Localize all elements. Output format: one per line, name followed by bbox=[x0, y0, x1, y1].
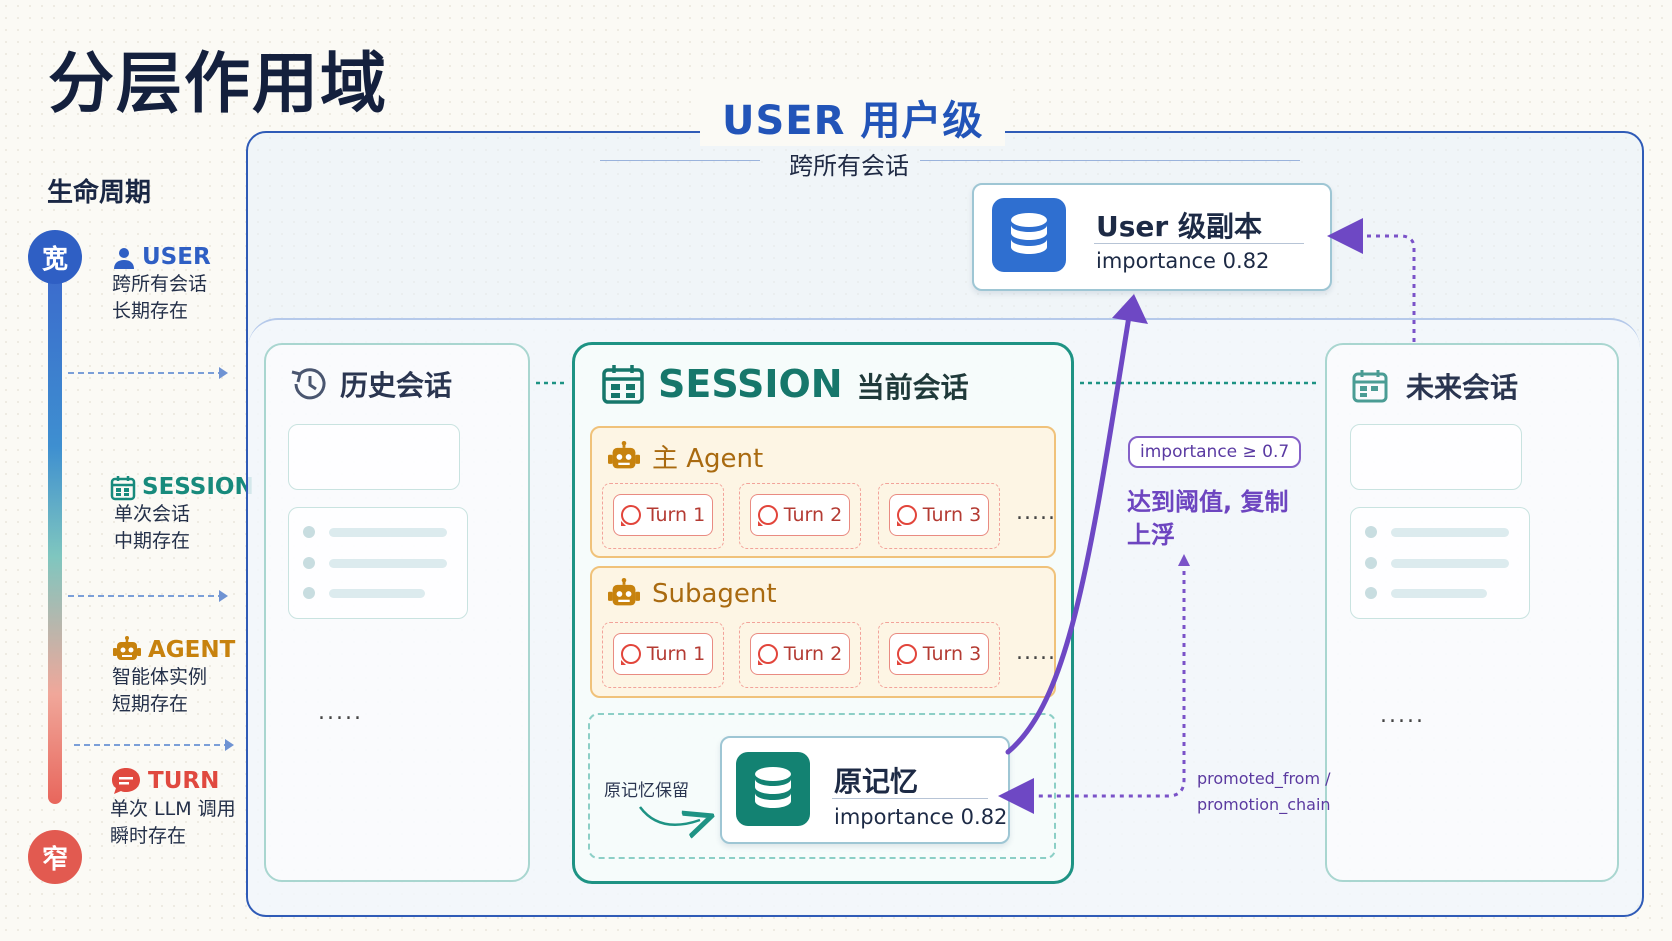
raw-memory-label: 原记忆保留 bbox=[604, 781, 689, 801]
user-scope-title: USER 用户级 bbox=[700, 88, 1006, 146]
lifecycle-user-duration: 长期存在 bbox=[112, 300, 189, 322]
turn-chip: Turn 2 bbox=[750, 494, 850, 536]
future-ellipsis: ..... bbox=[1380, 703, 1425, 728]
robot-icon bbox=[608, 440, 640, 468]
promotion-link-line1: promoted_from / bbox=[1197, 769, 1331, 788]
turn-slot: Turn 1 bbox=[602, 622, 724, 688]
lifecycle-turn-scope: 单次 LLM 调用 bbox=[110, 798, 236, 820]
turn-slot: Turn 2 bbox=[739, 483, 861, 549]
database-icon bbox=[736, 752, 810, 826]
card-rule bbox=[1094, 243, 1304, 244]
more-turns-ellipsis: ..... bbox=[1016, 640, 1056, 665]
turn-chip: Turn 1 bbox=[613, 494, 713, 536]
lifecycle-divider-arrow bbox=[74, 739, 234, 751]
lifecycle-item-agent: AGENT 智能体实例 短期存在 bbox=[112, 636, 235, 718]
future-header: 未来会话 bbox=[1352, 366, 1518, 406]
placeholder-list-card bbox=[288, 507, 468, 619]
history-title: 历史会话 bbox=[340, 369, 453, 402]
lifecycle-heading: 生命周期 bbox=[47, 178, 152, 208]
raw-memory-importance: importance 0.82 bbox=[834, 805, 1008, 829]
promotion-note-line2: 上浮 bbox=[1127, 521, 1175, 549]
turn-slot: Turn 3 bbox=[878, 622, 1000, 688]
lifecycle-divider-arrow bbox=[68, 590, 228, 602]
lifecycle-turn-duration: 瞬时存在 bbox=[110, 825, 187, 847]
database-icon bbox=[992, 198, 1066, 272]
lifecycle-session-name: SESSION bbox=[142, 474, 254, 500]
lifecycle-session-scope: 单次会话 bbox=[114, 503, 191, 525]
subagent-box bbox=[590, 566, 1056, 698]
promotion-link-line2: promotion_chain bbox=[1197, 795, 1331, 814]
lifecycle-divider-arrow bbox=[68, 367, 228, 379]
history-ellipsis: ..... bbox=[318, 700, 363, 725]
user-icon bbox=[114, 247, 134, 269]
robot-icon bbox=[608, 578, 640, 606]
raw-memory-title: 原记忆 bbox=[834, 765, 919, 798]
turn-slot: Turn 3 bbox=[878, 483, 1000, 549]
placeholder-card bbox=[288, 424, 460, 490]
lifecycle-item-session: SESSION 单次会话 中期存在 bbox=[110, 474, 254, 555]
chat-bubble-icon bbox=[896, 505, 917, 526]
user-copy-title: User 级副本 bbox=[1096, 210, 1262, 243]
lifecycle-item-turn: TURN 单次 LLM 调用 瞬时存在 bbox=[110, 766, 236, 850]
card-rule bbox=[832, 798, 988, 799]
main-agent-title: 主 Agent bbox=[652, 444, 764, 474]
turn-chip: Turn 1 bbox=[613, 633, 713, 675]
lifecycle-user-scope: 跨所有会话 bbox=[112, 273, 208, 295]
promotion-note-line1: 达到阈值, 复制 bbox=[1127, 488, 1289, 516]
chat-bubble-icon bbox=[757, 505, 778, 526]
promotion-note: 达到阈值, 复制 上浮 bbox=[1127, 486, 1288, 552]
lifecycle-agent-name: AGENT bbox=[148, 636, 236, 663]
calendar-icon bbox=[110, 475, 136, 500]
narrow-badge: 窄 bbox=[28, 830, 82, 884]
wide-badge: 宽 bbox=[28, 230, 82, 284]
promotion-link-label: promoted_from / promotion_chain bbox=[1197, 766, 1331, 818]
raw-memory-card: 原记忆 importance 0.82 bbox=[720, 736, 1010, 844]
placeholder-list-card bbox=[1350, 507, 1530, 619]
importance-threshold-pill: importance ≥ 0.7 bbox=[1128, 436, 1302, 468]
subagent-header: Subagent bbox=[606, 578, 777, 610]
chat-bubble-icon bbox=[620, 644, 641, 665]
chat-bubble-icon bbox=[112, 768, 140, 794]
calendar-icon bbox=[1352, 370, 1388, 403]
user-subtitle-rule bbox=[920, 160, 1300, 161]
session-subtitle: 当前会话 bbox=[856, 371, 969, 404]
subagent-title: Subagent bbox=[652, 579, 777, 609]
user-scope-subtitle: 跨所有会话 bbox=[789, 152, 909, 180]
turn-slot: Turn 2 bbox=[739, 622, 861, 688]
chat-bubble-icon bbox=[757, 644, 778, 665]
history-header: 历史会话 bbox=[288, 364, 452, 404]
main-agent-header: 主 Agent bbox=[606, 438, 763, 475]
turn-chip: Turn 3 bbox=[889, 494, 989, 536]
turn-chip: Turn 3 bbox=[889, 633, 989, 675]
lifecycle-session-duration: 中期存在 bbox=[114, 530, 191, 552]
user-copy-importance: importance 0.82 bbox=[1096, 249, 1270, 273]
lifecycle-gradient-bar bbox=[48, 254, 62, 804]
robot-icon bbox=[113, 636, 141, 660]
lifecycle-item-user: USER 跨所有会话 长期存在 bbox=[112, 244, 211, 325]
lifecycle-agent-scope: 智能体实例 bbox=[112, 666, 208, 688]
turn-chip: Turn 2 bbox=[750, 633, 850, 675]
placeholder-card bbox=[1350, 424, 1522, 490]
chat-bubble-icon bbox=[620, 505, 641, 526]
lifecycle-agent-duration: 短期存在 bbox=[112, 693, 189, 715]
user-copy-card: User 级副本 importance 0.82 bbox=[972, 183, 1332, 291]
chat-bubble-icon bbox=[896, 644, 917, 665]
calendar-icon bbox=[602, 365, 644, 404]
future-title: 未来会话 bbox=[1406, 371, 1519, 404]
main-agent-box bbox=[590, 426, 1056, 558]
session-header: SESSION 当前会话 bbox=[602, 362, 969, 406]
page-title: 分层作用域 bbox=[48, 45, 388, 122]
more-turns-ellipsis: ..... bbox=[1016, 500, 1056, 525]
session-title: SESSION bbox=[658, 362, 843, 406]
lifecycle-turn-name: TURN bbox=[148, 767, 220, 794]
history-clock-icon bbox=[291, 368, 326, 400]
user-subtitle-rule bbox=[600, 160, 760, 161]
turn-slot: Turn 1 bbox=[602, 483, 724, 549]
lifecycle-user-name: USER bbox=[142, 244, 211, 270]
